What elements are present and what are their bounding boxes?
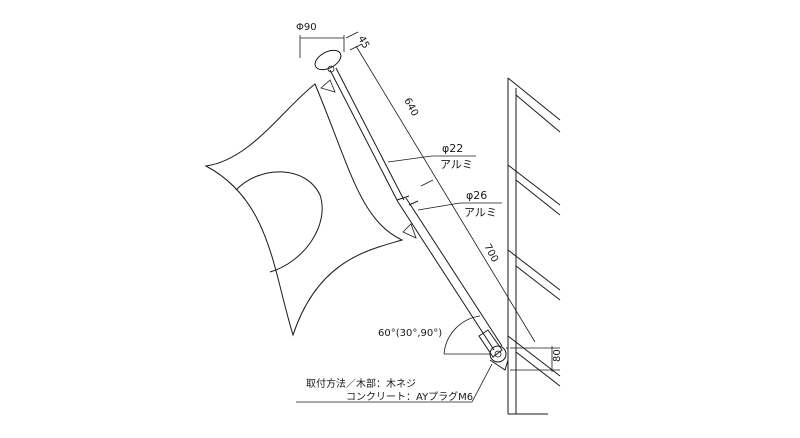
- label-upper-length: 640: [401, 96, 420, 118]
- dim-bracket: 80: [510, 346, 563, 372]
- angle-indicator: 60°(30°,90°): [378, 315, 490, 355]
- label-install-line1: 取付方法／木部：木ネジ: [306, 377, 416, 390]
- label-angle: 60°(30°,90°): [378, 328, 442, 339]
- dim-top-offset: 45: [345, 31, 371, 51]
- callout-upper-pole: φ22 アルミ: [387, 142, 476, 171]
- label-top-offset: 45: [355, 34, 371, 50]
- finial: [314, 49, 342, 73]
- wall-structure: [507, 77, 561, 415]
- pole: [329, 67, 503, 358]
- installation-note: 取付方法／木部：木ネジ コンクリート：AYプラグM6: [296, 363, 493, 403]
- label-upper-diameter: φ22: [442, 142, 463, 155]
- label-lower-material: アルミ: [464, 206, 497, 219]
- mount-bracket: [489, 345, 509, 371]
- dim-finial-diameter: Φ90: [296, 22, 345, 58]
- label-bracket-size: 80: [552, 349, 563, 362]
- label-upper-material: アルミ: [440, 158, 473, 171]
- label-lower-diameter: φ26: [466, 189, 487, 202]
- label-finial-diameter: Φ90: [296, 22, 317, 33]
- callout-lower-pole: φ26 アルミ: [417, 189, 502, 219]
- label-lower-length: 700: [481, 242, 500, 264]
- flag: [204, 79, 417, 337]
- flag-circle: [235, 171, 323, 273]
- label-install-line2: コンクリート：AYプラグM6: [346, 390, 473, 403]
